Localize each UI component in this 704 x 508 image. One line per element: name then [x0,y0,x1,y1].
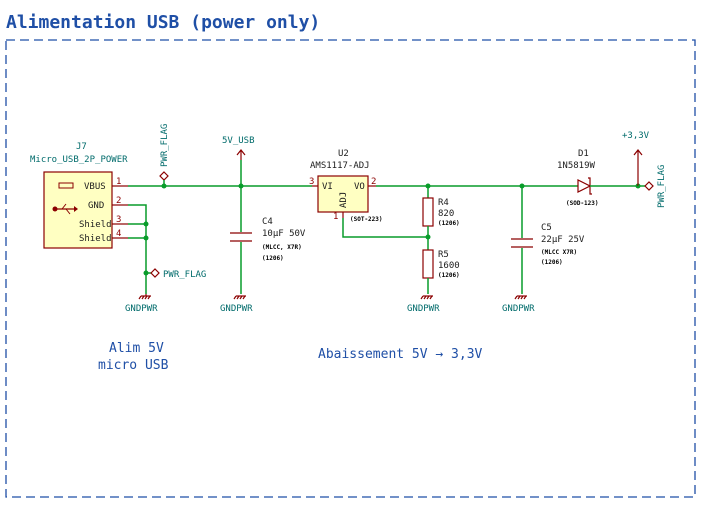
u2-pin-vi: VI [322,182,333,192]
c4-ref: C4 [262,217,273,227]
r5-body [422,249,434,279]
pwr-flag-icon [159,171,169,181]
c4-pkg: (1206) [262,255,284,262]
d1-ref: D1 [578,149,589,159]
net-5v-usb-label: 5V_USB [222,136,255,146]
gnd-label-c4: GNDPWR [220,304,253,314]
j7-ref: J7 [76,142,87,152]
schottky-diode-icon [577,177,592,195]
u2-pin-vo: VO [354,182,365,192]
u2-ref: U2 [338,149,349,159]
j7-pin1-name: VBUS [84,182,106,192]
pwr-flag-vbus-label: PWR_FLAG [160,124,170,167]
c5-note: (MLCC X7R) [541,249,577,256]
r5-value: 1600 [438,261,460,271]
junction-dot [143,235,149,241]
junction-dot [143,221,149,227]
gnd-label-j7: GNDPWR [125,304,158,314]
u2-pkg: (SOT-223) [350,216,383,223]
u2-body [317,175,369,213]
r4-pkg: (1206) [438,220,460,227]
c4-note: (MLCC, X7R) [262,244,302,251]
sheet-title: Alimentation USB (power only) [6,12,320,33]
r5-ref: R5 [438,250,449,260]
j7-pin4-name: Shield [79,234,112,244]
u2-value: AMS1117-ADJ [310,161,370,171]
power-arrow-icon [633,149,643,156]
j7-pin3-name: Shield [79,220,112,230]
junction-dot [425,234,431,240]
u2-num-vo: 2 [371,177,376,187]
ground-icon [514,295,527,300]
ground-icon [420,295,433,300]
j7-pin4-num: 4 [116,229,121,239]
wire-adj [342,218,428,238]
wire-j7-gnd [128,204,147,294]
gnd-label-c5: GNDPWR [502,304,535,314]
note-left-line2: micro USB [98,358,169,373]
j7-pin3-num: 3 [116,215,121,225]
r5-pkg: (1206) [438,272,460,279]
d1-value: 1N5819W [557,161,596,171]
pwr-flag-gnd-label: PWR_FLAG [163,270,206,280]
j7-pin2-name: GND [88,201,104,211]
sheet-frame [5,39,696,498]
c5-pkg: (1206) [541,259,563,266]
j7-pin2-num: 2 [116,196,121,206]
r4-ref: R4 [438,198,449,208]
ground-icon [233,295,246,300]
c4-value: 10µF 50V [262,229,306,239]
u2-pin-adj: ADJ [339,192,349,208]
pwr-flag-icon [150,268,160,278]
net-3v3-label: +3,3V [622,131,650,141]
d1-pkg: (SOD-123) [566,200,599,207]
pwr-flag-icon [644,181,654,191]
c5-value: 22µF 25V [541,235,585,245]
j7-value: Micro_USB_2P_POWER [30,155,128,165]
u2-num-adj: 1 [333,212,338,222]
r4-value: 820 [438,209,454,219]
ground-icon [138,294,151,300]
note-left-line1: Alim 5V [109,341,164,356]
note-right: Abaissement 5V → 3,3V [318,347,483,362]
usb-connector-icon [52,182,78,215]
pwr-flag-3v3-label: PWR_FLAG [657,165,667,208]
u2-num-vi: 3 [309,177,314,187]
gnd-label-r5: GNDPWR [407,304,440,314]
r4-body [422,197,434,227]
j7-pin1-num: 1 [116,177,121,187]
c5-ref: C5 [541,223,552,233]
